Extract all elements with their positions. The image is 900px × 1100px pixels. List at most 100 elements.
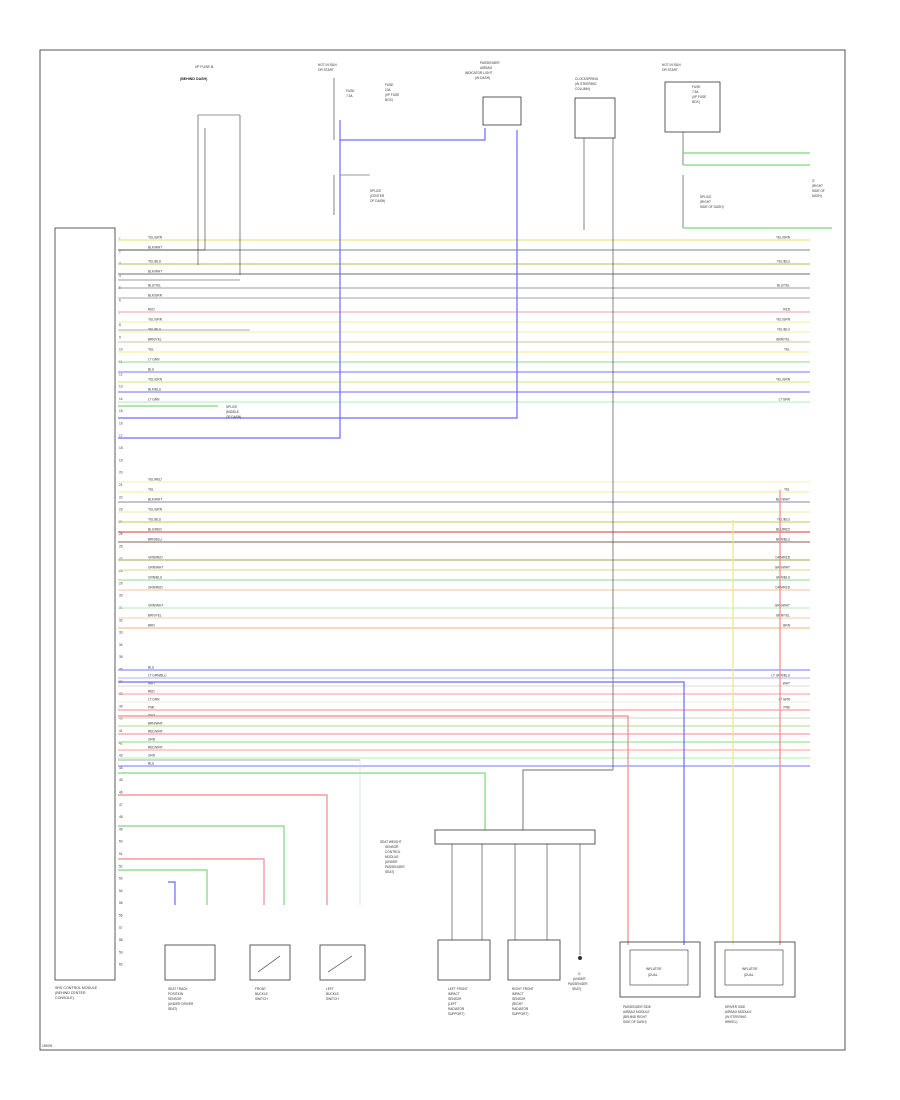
- module-pin: 15: [119, 409, 123, 413]
- module-pin: 34: [119, 643, 123, 647]
- module-pin: 52: [119, 864, 123, 868]
- wire-label: RED/WHT: [148, 746, 163, 750]
- wire-label: BRN: [148, 624, 155, 628]
- wire-label: WHT: [148, 682, 155, 686]
- passenger-indicator: PASSENGER AIRBAG INDICATOR LIGHT (IN DAS…: [465, 61, 522, 126]
- wire-label: BLU: [148, 762, 155, 766]
- dash-fuse-label-2: (BEHIND DASH): [180, 77, 208, 81]
- wire-label: GRN/WHT: [148, 566, 163, 570]
- module-pin: 41: [119, 729, 123, 733]
- front-buckle-1: FRONT: [255, 987, 266, 991]
- wire-label: BLK/WHT: [148, 246, 162, 250]
- wire-label: YEL/BLU: [148, 518, 162, 522]
- wire-label: RED/WHT: [148, 730, 163, 734]
- fuse-a-label-1: FUSE: [346, 89, 355, 93]
- ground-right-1: G: [812, 179, 815, 183]
- wire-label: YEL/BLU: [148, 260, 162, 264]
- module-pins: 1234567891011121314151617181920212223242…: [119, 237, 123, 967]
- dab-4: WHEEL): [725, 1020, 737, 1024]
- occupant-sensor-module: SEAT WEIGHT SENSOR CONTROL MODULE (UNDER…: [380, 829, 596, 955]
- splice-left-label-2: (CENTER: [370, 194, 385, 198]
- module-pin: 53: [119, 877, 123, 881]
- hot-run-right-2: OR START: [662, 68, 678, 72]
- pab-4: SIDE OF DASH): [623, 1020, 647, 1024]
- module-label-1: SRS CONTROL MODULE: [55, 986, 98, 990]
- lf-sensor-4: (LEFT: [448, 1002, 457, 1006]
- wire-label-right: YEL/GRN: [776, 318, 791, 322]
- module-pin: 9: [119, 335, 121, 339]
- front-buckle-2: BUCKLE: [255, 992, 268, 996]
- module-pin: 26: [119, 545, 123, 549]
- pab-3: (BEHIND RIGHT: [623, 1015, 647, 1019]
- wire-label-right: PNK: [783, 706, 790, 710]
- seat-ground-3: PASSENGER: [568, 982, 588, 986]
- passenger-airbag-module: INFLATOR (DUAL PASSENGER SIDE AIRBAG MOD…: [619, 941, 701, 1024]
- module-pin: 13: [119, 385, 123, 389]
- wire-label-right: YEL/BLU: [777, 328, 791, 332]
- left-buckle-3: SWITCH: [326, 997, 339, 1001]
- clockspring: CLOCKSPRING (IN STEERING COLUMN): [574, 77, 616, 770]
- wire-label-right: LT GRN/BLU: [772, 674, 791, 678]
- module-pin: 51: [119, 852, 123, 856]
- wire-label-right: GRN/RED: [775, 586, 790, 590]
- wire-label: YEL: [148, 488, 154, 492]
- module-pin: 55: [119, 901, 123, 905]
- rf-sensor-6: SUPPORT): [512, 1012, 528, 1016]
- module-pin: 50: [119, 840, 123, 844]
- fuse-b-label-4: BOX): [385, 98, 393, 102]
- module-pin: 56: [119, 914, 123, 918]
- splice-right-2: (RIGHT: [700, 200, 711, 204]
- wire-label: YEL: [148, 348, 154, 352]
- occupant-3: CONTROL: [385, 850, 401, 854]
- module-pin: 19: [119, 458, 123, 462]
- ground-right-3: SIDE OF: [812, 189, 825, 193]
- vertical-connectors: SPLICE (MIDDLE OF DASH): [118, 120, 781, 945]
- rf-sensor-3: SENSOR: [512, 997, 526, 1001]
- module-pin: 47: [119, 803, 123, 807]
- footer-id: 159091: [42, 1044, 53, 1048]
- wire-label-right: YEL/GRN: [776, 236, 791, 240]
- wire-label: RED: [148, 690, 155, 694]
- seat-track-4: (UNDER DRIVER: [168, 1002, 194, 1006]
- pab-inflator: INFLATOR: [646, 967, 662, 971]
- fuse-b-label-3: (I/P FUSE: [385, 93, 399, 97]
- dab-2: AIRBAG MODULE: [725, 1010, 752, 1014]
- module-pin: 16: [119, 422, 123, 426]
- wire-label: BLU: [148, 666, 155, 670]
- lf-sensor-3: SENSOR: [448, 997, 462, 1001]
- wire-label-right: GRN/WHT: [775, 566, 790, 570]
- clockspring-label-1: CLOCKSPRING: [575, 77, 599, 81]
- wire-label-right: BLU/RED: [776, 528, 791, 532]
- ground-right-2: (RIGHT: [812, 184, 823, 188]
- module-pin: 12: [119, 372, 123, 376]
- wire-label-right: RED: [783, 308, 790, 312]
- left-buckle-2: BUCKLE: [326, 992, 339, 996]
- wire-label: GRN/WHT: [148, 604, 163, 608]
- rf-sensor-4: (RIGHT: [512, 1002, 523, 1006]
- indicator-label-3: INDICATOR LIGHT: [465, 71, 493, 75]
- dab-sub: (DUAL: [744, 973, 754, 977]
- splice-mid-3: OF DASH): [226, 415, 241, 419]
- splice-mid-2: (MIDDLE: [226, 410, 239, 414]
- module-pin: 6: [119, 299, 121, 303]
- left-buckle-1: LEFT: [326, 987, 334, 991]
- ground-right-4: DASH): [812, 194, 822, 198]
- module-pin: 43: [119, 754, 123, 758]
- wire-label-right: YEL/GRN: [776, 378, 791, 382]
- seat-ground-4: SEAT): [572, 987, 581, 991]
- lf-sensor-6: SUPPORT): [448, 1012, 464, 1016]
- lf-sensor-1: LEFT FRONT: [448, 987, 468, 991]
- left-buckle-switch: LEFT BUCKLE SWITCH: [319, 944, 366, 1001]
- wire-label: BLU/RED: [148, 528, 163, 532]
- wire-label: BRN/WHT: [148, 722, 163, 726]
- fuse-a-label-2: 7.5A: [346, 94, 353, 98]
- wire-label: BLU: [148, 368, 155, 372]
- wire-label-right: BLK/WHT: [776, 498, 790, 502]
- wire-label: YEL/GRN: [148, 378, 163, 382]
- rf-sensor-1: RIGHT FRONT: [512, 987, 534, 991]
- ip-fuse-block: I/P FUSE B. (BEHIND DASH): [118, 65, 241, 281]
- indicator-label-4: (IN DASH): [475, 76, 490, 80]
- module-pin: 10: [119, 348, 123, 352]
- left-front-impact-sensor: LEFT FRONT IMPACT SENSOR (LEFT RADIATOR …: [437, 939, 491, 1016]
- dash-fuse-label-1: I/P FUSE B.: [195, 65, 214, 69]
